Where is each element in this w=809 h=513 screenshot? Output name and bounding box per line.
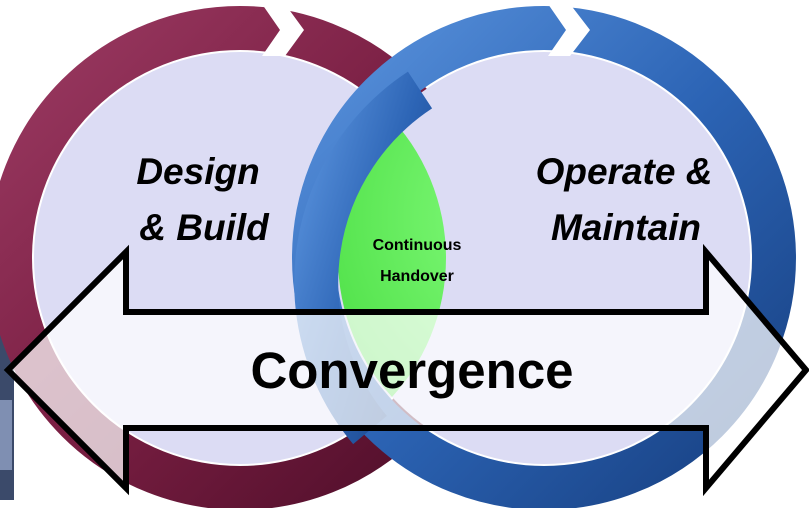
operate-maintain-label-line1: Operate & [536, 151, 713, 192]
continuous-handover-label-line1: Continuous [373, 237, 462, 254]
convergence-label: Convergence [250, 342, 573, 399]
design-build-label-line2: & Build [139, 207, 270, 248]
convergence-arrow [3, 243, 809, 497]
operate-maintain-label-line2: Maintain [551, 207, 701, 248]
left-cycle-chevron [262, 4, 304, 56]
continuous-handover-label-line2: Handover [380, 268, 454, 285]
design-build-label-line1: Design [136, 151, 259, 192]
right-cycle-chevron [548, 4, 590, 56]
convergence-arrow-shape [3, 243, 809, 497]
